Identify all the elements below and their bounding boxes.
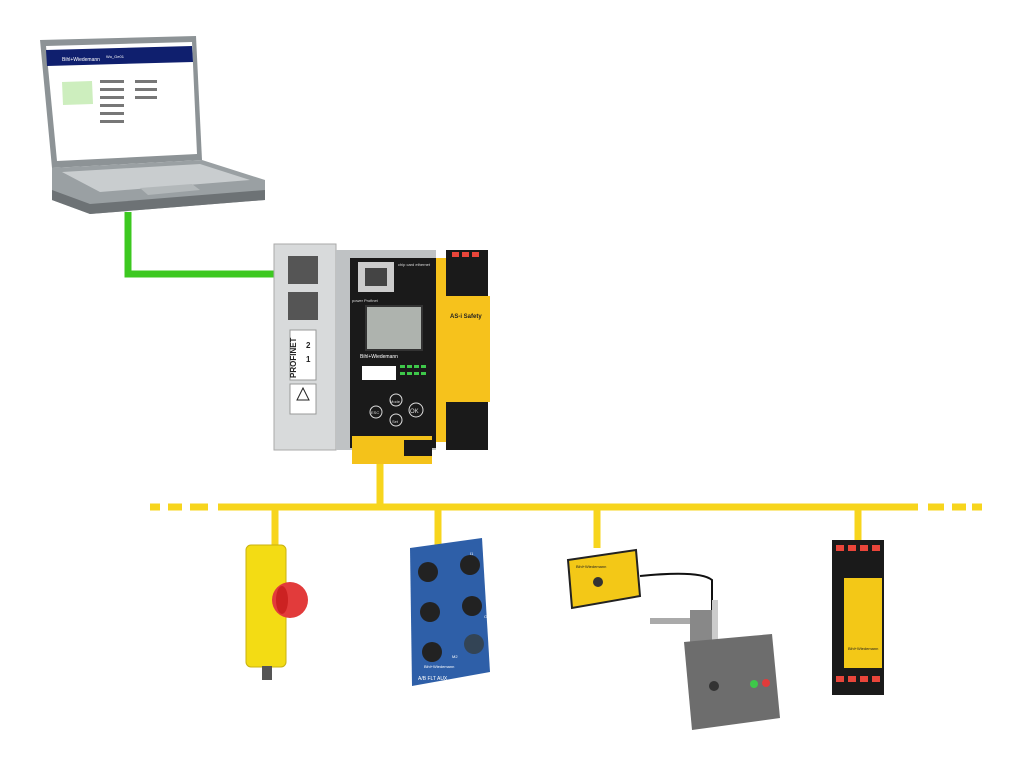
io-module-brand: Bihl+Wiedemann bbox=[424, 664, 454, 669]
port-m2: M2 bbox=[452, 654, 458, 659]
as-i-bus bbox=[150, 462, 982, 548]
laptop-title: Wo_Ge01 bbox=[106, 54, 125, 59]
ok-button: OK bbox=[410, 409, 419, 415]
emergency-stop-icon bbox=[245, 544, 308, 680]
sensor-brand: Bihl+Wiedemann bbox=[576, 564, 606, 569]
port-o1: O1 bbox=[484, 614, 490, 619]
esc-button: ESC bbox=[371, 410, 379, 415]
gateway-left-label: power Profinet bbox=[352, 298, 379, 303]
io-module-leds: A/B FLT AUX bbox=[418, 676, 448, 682]
safety-relay: Bihl+Wiedemann bbox=[832, 540, 884, 695]
door-lock-icon bbox=[650, 600, 780, 730]
port-1-label: 1 bbox=[306, 355, 311, 364]
mode-button: Mode bbox=[390, 399, 401, 404]
safety-sensor: Bihl+Wiedemann bbox=[566, 548, 713, 612]
as-i-gateway: PROFINET 2 1 chip card ethernet power Pr… bbox=[273, 243, 490, 464]
safety-label: AS-i Safety bbox=[450, 314, 482, 320]
laptop: Bihl+Wiedemann Wo_Ge01 bbox=[40, 36, 265, 214]
gateway-top-label: chip card ethernet bbox=[398, 262, 431, 267]
relay-brand: Bihl+Wiedemann bbox=[848, 646, 878, 651]
laptop-brand: Bihl+Wiedemann bbox=[62, 57, 100, 63]
port-i1: I1 bbox=[470, 551, 474, 556]
set-button: Set bbox=[392, 419, 399, 424]
ethernet-cable bbox=[124, 212, 276, 278]
port-2-label: 2 bbox=[306, 341, 311, 350]
profinet-label: PROFINET bbox=[289, 337, 298, 378]
gateway-brand: Bihl+Wiedemann bbox=[360, 354, 398, 360]
io-module: Bihl+Wiedemann A/B FLT AUX I1 O1 M2 bbox=[410, 538, 490, 686]
